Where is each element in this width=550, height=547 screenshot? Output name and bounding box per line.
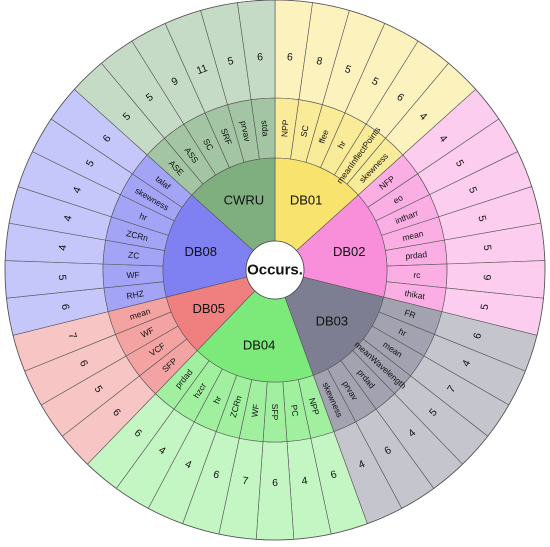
occurrence-value-label: 6	[77, 358, 90, 369]
occurrence-value-label: 5	[466, 185, 479, 195]
feature-label: NPP	[279, 119, 290, 137]
occurrence-value-label: 7	[242, 475, 250, 488]
occurrence-value-label: 5	[475, 214, 488, 223]
feature-label: hr	[335, 139, 347, 151]
occurrence-value-label: 5	[370, 75, 381, 88]
feature-label: SFP	[270, 404, 280, 421]
occurrence-value-label: 5	[481, 244, 494, 251]
occurrence-value-label: 6	[59, 303, 72, 311]
group-label-db02: DB02	[333, 244, 366, 259]
group-label-cwru: CWRU	[224, 193, 264, 208]
occurrence-value-label: 11	[195, 62, 209, 77]
occurrence-value-label: 5	[227, 55, 235, 68]
feature-label: stda	[260, 120, 271, 137]
feature-label: SC	[298, 124, 310, 138]
occurrence-value-label: 6	[382, 444, 393, 457]
feature-label: prdad	[405, 249, 428, 261]
occurrence-value-label: 6	[471, 331, 484, 340]
center-circle	[245, 240, 305, 300]
occurrence-value-label: 5	[56, 274, 68, 280]
occurrence-value-label: 6	[257, 51, 264, 63]
feature-label: prvav	[238, 120, 252, 143]
occurrence-value-label: 4	[357, 458, 367, 471]
feature-label: PC	[289, 404, 301, 417]
group-label-db03: DB03	[316, 314, 349, 329]
feature-label: WF	[126, 270, 140, 280]
occurrence-value-label: 6	[482, 274, 494, 280]
occurrence-value-label: 5	[92, 383, 105, 395]
group-label-db04: DB04	[243, 337, 276, 352]
occurrence-value-label: 4	[71, 185, 84, 195]
feature-label: ZC	[128, 250, 140, 261]
occurrence-value-label: 6	[394, 91, 406, 104]
occurrence-value-label: 6	[287, 51, 294, 63]
group-label-db05: DB05	[192, 301, 225, 316]
outer-boundary	[4, 0, 546, 541]
feature-label: ffee	[316, 128, 330, 145]
occurrence-value-label: 4	[57, 244, 70, 251]
group-label-db08: DB08	[185, 244, 218, 259]
occurrence-value-label: 6	[329, 468, 338, 481]
feature-label: FR	[403, 307, 417, 320]
feature-label: NPP	[307, 397, 322, 417]
occurrence-value-label: 7	[66, 331, 79, 340]
feature-label: hr	[397, 326, 408, 338]
occurrence-value-label: 4	[301, 475, 309, 488]
group-label-db01: DB01	[290, 193, 323, 208]
feature-label: hr	[211, 394, 223, 405]
occurrence-value-label: 6	[272, 477, 278, 489]
occurrence-value-label: 4	[183, 458, 193, 471]
feature-label: thikat	[404, 288, 426, 301]
feature-label: SC	[201, 137, 215, 152]
occurrence-value-label: 6	[212, 468, 221, 481]
occurrence-value-label: 8	[315, 55, 323, 68]
occurrence-value-label: 5	[84, 158, 97, 169]
feature-label: rc	[413, 270, 421, 280]
occurrence-value-label: 5	[453, 158, 466, 169]
center-label: Occurs.	[247, 262, 303, 279]
feature-label: RHZ	[126, 288, 145, 301]
outer-ring	[4, 0, 546, 541]
occurrence-value-label: 7	[445, 383, 458, 395]
occurrence-value-label: 5	[144, 91, 156, 104]
occurrence-value-label: 4	[156, 444, 167, 457]
occurrence-value-label: 5	[343, 63, 353, 76]
occurrence-value-label: 4	[460, 358, 473, 369]
feature-label: eo	[391, 192, 404, 206]
occurrence-value-label: 5	[479, 303, 492, 311]
occurrence-value-label: 9	[170, 75, 181, 88]
feature-label: hr	[138, 211, 149, 223]
occurrence-value-label: 4	[62, 214, 75, 223]
feature-label: WF	[249, 403, 261, 417]
